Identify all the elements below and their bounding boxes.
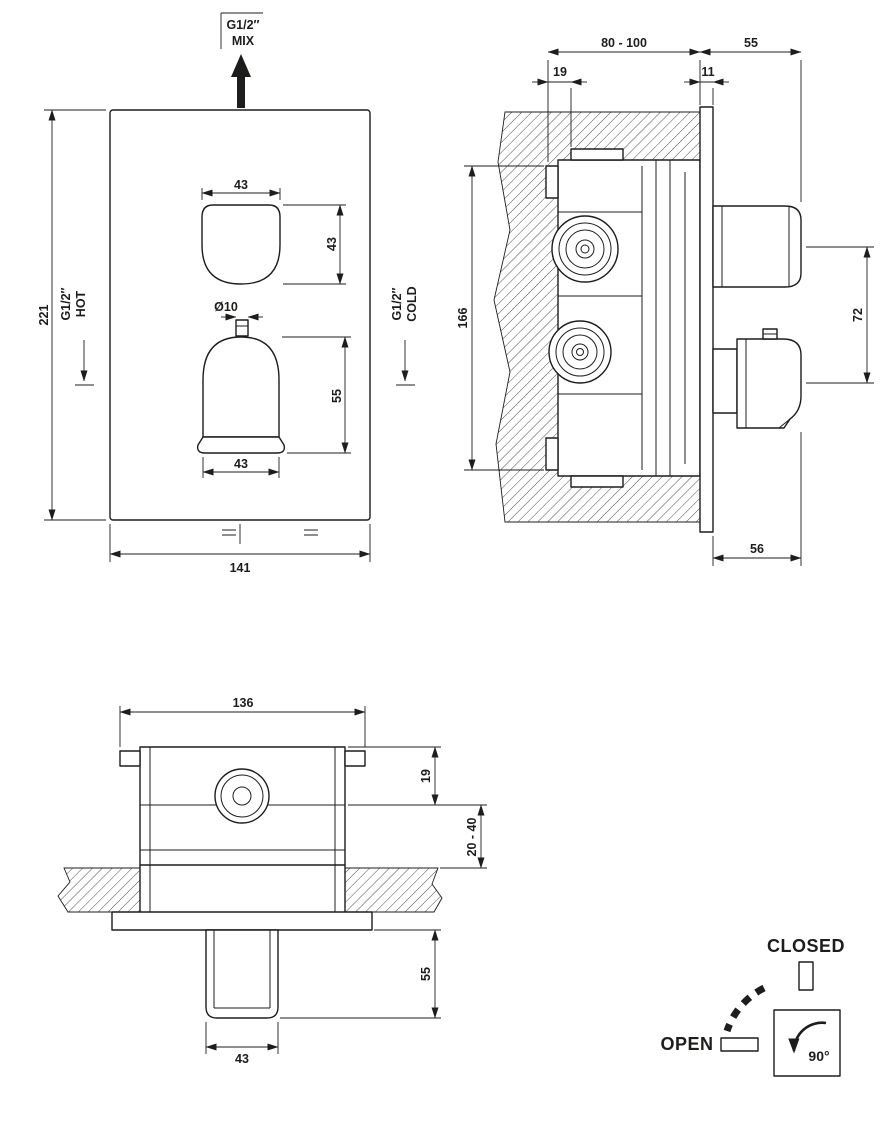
dim-flange-depth: 19 [348,746,487,806]
dim-text: 43 [234,457,248,471]
dim-plate-width: 141 [109,524,371,575]
dim-text: 19 [553,65,567,79]
dim-bottom-protrusion: 56 [712,432,802,566]
mixer-knob-front [201,204,281,285]
dim-lever-height: 55 [282,336,351,454]
dim-text: 80 - 100 [601,36,647,50]
dim-plaster-range: 20 - 40 [440,804,487,869]
dim-handle-protrusion: 55 [280,929,441,1019]
side-view: 80 - 100 55 19 11 166 72 [456,36,874,566]
wall-band-hatch-left [57,867,141,913]
dim-plate-height: 221 [37,109,106,521]
hot-inlet-callout: G1/2″ HOT [59,287,94,386]
trim-plate-side [699,106,714,533]
thermostat-lever-base [196,436,286,454]
dim-text: 141 [230,561,251,575]
handle-open-position [720,1037,759,1052]
trim-plate-plan [111,911,373,931]
dim-knob-height: 43 [283,204,346,285]
dim-text: 136 [233,696,254,710]
handle-closed-position [798,961,814,991]
mounting-tab-bottom [545,437,559,471]
upper-port-section [551,215,619,283]
mixer-knob-side [712,205,802,288]
front-view: G1/2″ MIX 43 43 Ø10 55 [37,12,419,575]
dim-text: 166 [456,308,470,329]
wall-band-hatch-right [344,867,443,913]
dim-body-height: 166 [456,165,544,471]
mounting-tab-top [545,165,559,199]
rotation-arrow-icon [788,1021,827,1054]
dim-text: Ø10 [214,300,238,314]
dim-text: 55 [419,967,433,981]
dim-offset: 19 [532,65,587,147]
dim-plate-thickness: 11 [684,65,729,105]
dim-text: 221 [37,305,51,326]
equal-spacing-marks [222,529,318,536]
mounting-wing-right [344,750,366,767]
cold-thread-label: G1/2″ [390,287,404,320]
dim-text: 43 [325,237,339,251]
rotation-indicator: CLOSED OPEN 90° [660,936,845,1077]
bottom-view: 136 19 20 - 40 55 43 [57,696,487,1066]
hot-thread-label: G1/2″ [59,287,73,320]
dim-text: 55 [744,36,758,50]
rotation-angle-box [773,1009,841,1077]
closed-label: CLOSED [767,936,845,956]
dim-pin-diameter: Ø10 [214,300,263,321]
rotation-arc [723,984,766,1033]
dim-text: 55 [330,389,344,403]
dim-handle-width: 43 [205,1022,279,1066]
handle-plan [205,929,279,1019]
mounting-wing-left [119,750,141,767]
dim-knob-width: 43 [201,178,281,200]
dim-protrusion: 55 [699,36,802,202]
dim-text: 56 [750,542,764,556]
body-plan-internal-lines [140,747,345,865]
temperature-pin [235,319,249,337]
dim-text: 11 [701,65,714,79]
dim-text: 43 [235,1052,249,1066]
recess-body-outline [557,159,701,477]
thermostat-lever-side [712,328,802,429]
dim-text: 72 [851,308,865,322]
angle-label: 90° [808,1048,829,1064]
dim-text: 43 [234,178,248,192]
dim-text: 19 [419,769,433,783]
dim-lever-width: 43 [202,457,280,478]
thermostat-lever-front [202,336,280,438]
mix-flow-arrow-icon [231,54,251,77]
open-label: OPEN [660,1034,713,1054]
bracket-top [570,148,624,161]
cold-inlet-callout: G1/2″ COLD [390,286,419,386]
lower-port-section [548,320,612,384]
mix-thread-label: G1/2″ [226,18,259,32]
body-internal-lines [558,160,686,476]
mix-outlet-callout: G1/2″ MIX [220,12,263,108]
dim-text: 20 - 40 [465,817,479,856]
hot-port-label: HOT [74,290,88,317]
mix-port-label: MIX [232,34,255,48]
front-plate-outline [109,109,371,521]
dim-body-width: 136 [119,696,366,747]
cold-port-label: COLD [405,286,419,321]
port-plan [214,768,270,824]
dim-handles-span: 72 [806,246,874,384]
bracket-bottom [570,475,624,488]
